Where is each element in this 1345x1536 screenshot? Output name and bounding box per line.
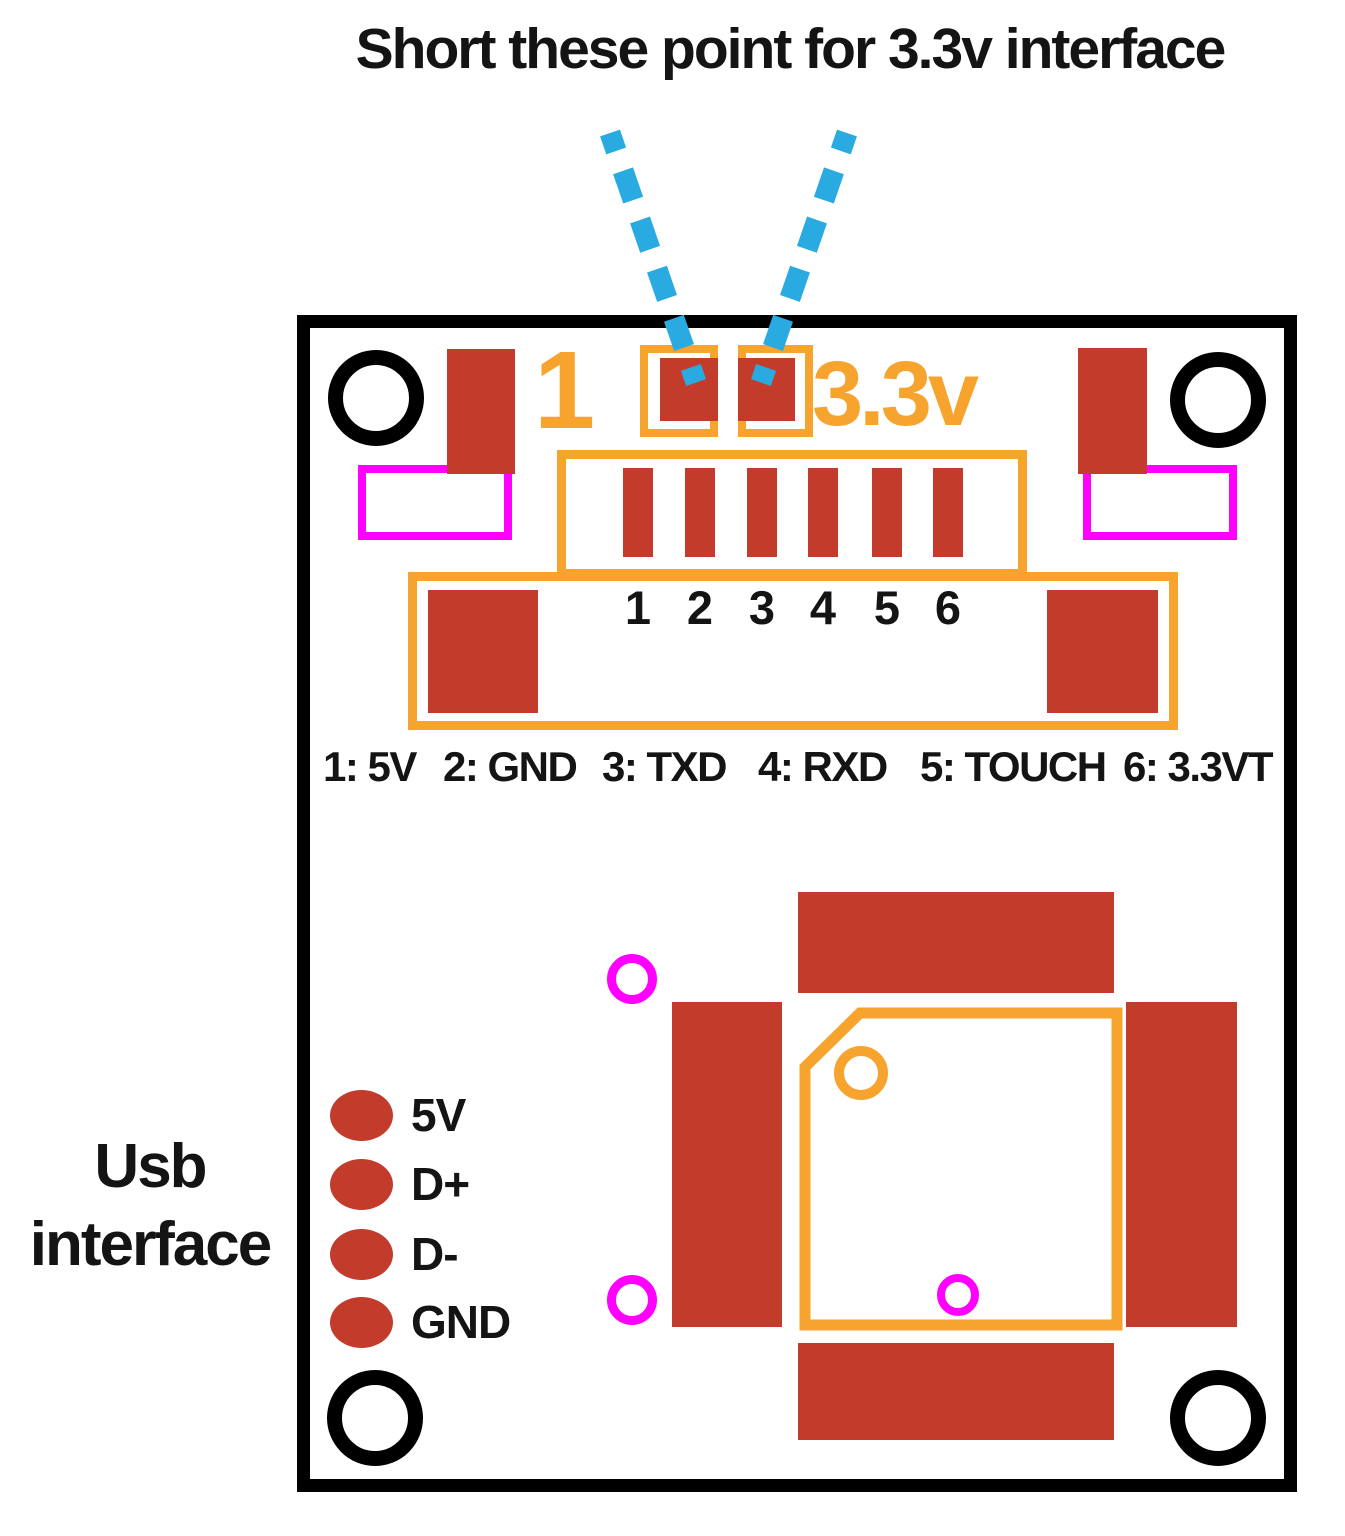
component-pad-top	[798, 892, 1114, 993]
usb-pad-5v	[330, 1090, 393, 1141]
pin-number-1: 1	[624, 581, 652, 634]
page-title: Short these point for 3.3v interface	[355, 17, 1227, 81]
component-pad-right	[1126, 1002, 1237, 1327]
highlight-rect-left	[358, 465, 512, 540]
pin-function-2: 2: GND	[443, 743, 578, 790]
pin-number-5: 5	[873, 581, 901, 634]
pin-function-5: 5: TOUCH	[920, 743, 1107, 790]
connector-pin-4	[808, 468, 838, 557]
highlight-rect-right	[1083, 465, 1237, 540]
pin-number-4: 4	[809, 581, 837, 634]
usb-caption-line2: interface	[29, 1210, 272, 1280]
pad-top-right	[1078, 348, 1147, 474]
usb-caption-line1: Usb	[94, 1132, 207, 1201]
usb-pin-label-dplus: D+	[411, 1158, 470, 1210]
connector-anchor-pad-left	[428, 590, 538, 713]
usb-interface-caption: Usb interface	[0, 1128, 300, 1284]
pin-function-3: 3: TXD	[602, 743, 728, 790]
connector-pin-1	[623, 468, 653, 557]
usb-pin-label-5v: 5V	[411, 1089, 466, 1141]
usb-pad-gnd	[330, 1297, 393, 1348]
jumper-pin1-label: 1	[534, 329, 596, 452]
usb-pin-label-dminus: D-	[411, 1228, 459, 1280]
component-pad-left	[672, 1002, 782, 1327]
pin-function-6: 6: 3.3VT	[1123, 743, 1274, 790]
pin-number-2: 2	[686, 581, 714, 634]
jumper-pad-right	[738, 358, 795, 421]
connector-pin-6	[933, 468, 963, 557]
jumper-pad-left	[660, 358, 718, 421]
pin-number-6: 6	[934, 581, 962, 634]
usb-pad-dplus	[330, 1159, 393, 1210]
connector-pin-2	[685, 468, 715, 557]
usb-pin-label-gnd: GND	[411, 1296, 511, 1348]
connector-pin-3	[747, 468, 777, 557]
component-pad-bottom	[798, 1343, 1114, 1440]
connector-pin-5	[872, 468, 902, 557]
pin-number-3: 3	[748, 581, 776, 634]
pad-top-left	[447, 349, 515, 474]
pin-function-1: 1: 5V	[323, 743, 417, 790]
board-outline	[297, 315, 1297, 1492]
connector-body-outline	[408, 572, 1178, 730]
jumper-voltage-label: 3.3v	[812, 343, 979, 445]
connector-anchor-pad-right	[1047, 590, 1158, 713]
pin-function-4: 4: RXD	[758, 743, 888, 790]
usb-pad-dminus	[330, 1229, 393, 1280]
